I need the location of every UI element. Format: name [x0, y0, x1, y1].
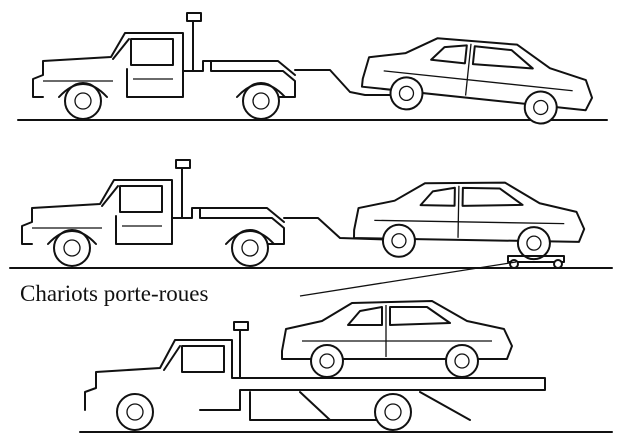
- leader-line: [299, 261, 517, 297]
- wheel-lift-arm: [294, 69, 401, 96]
- towed-car: [352, 179, 586, 262]
- tow-truck: [32, 12, 296, 120]
- scene-wheel-lift-tow: [17, 12, 608, 130]
- wheel-dollies-label: Chariots porte-roues: [20, 281, 209, 306]
- flatbed-truck: [84, 321, 546, 431]
- tow-truck: [21, 159, 285, 267]
- towed-car: [359, 28, 598, 130]
- scene-wheel-lift-with-dollies: [9, 159, 613, 297]
- scene-flatbed-tow: [79, 300, 613, 433]
- car-on-flatbed: [281, 300, 513, 378]
